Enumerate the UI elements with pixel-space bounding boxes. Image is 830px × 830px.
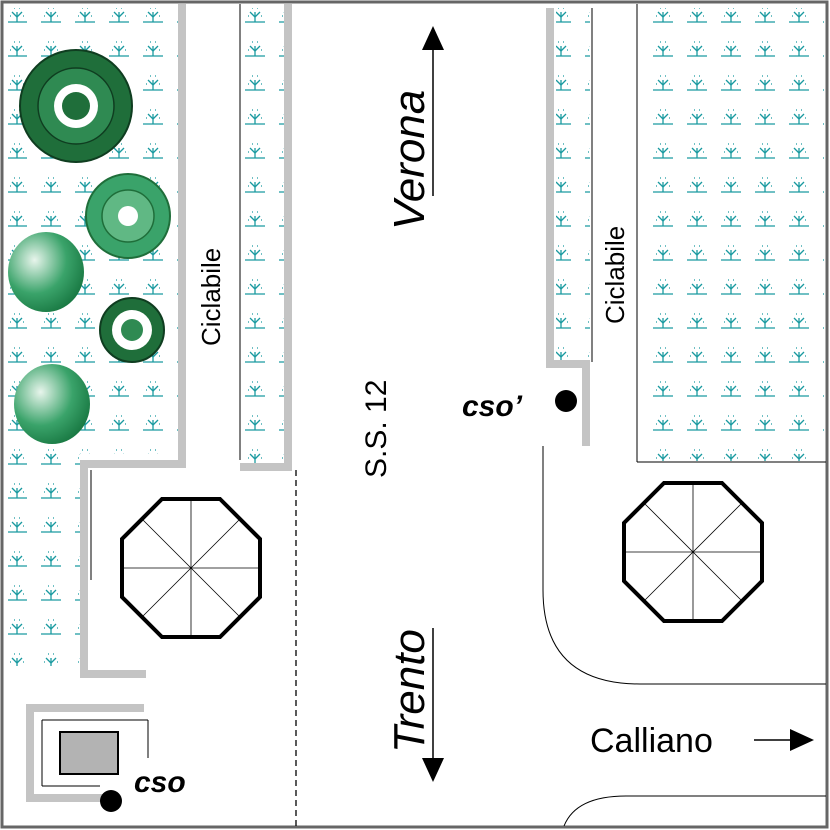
- roundabout-icon: [622, 481, 764, 623]
- trees: [8, 49, 171, 444]
- junction-curve-lower: [563, 795, 826, 827]
- label-cso: cso: [134, 766, 186, 799]
- label-calliano: Calliano: [590, 722, 713, 760]
- label-ciclabile-left: Ciclabile: [196, 248, 226, 346]
- label-road-ss12: S.S. 12: [360, 380, 393, 478]
- curb-box: [26, 704, 144, 802]
- arrow-up-icon: [422, 26, 444, 196]
- label-trento: Trento: [385, 629, 434, 753]
- dot-marker-icon: [100, 790, 122, 812]
- label-cso-prime: cso’: [462, 390, 523, 423]
- arrow-right-icon: [754, 729, 814, 751]
- curb-left-outer: [80, 4, 186, 670]
- junction-curve-upper: [542, 446, 826, 685]
- grass-right-block: [640, 8, 824, 461]
- shrub-icon: [14, 364, 90, 444]
- grass-left-strip: [240, 8, 284, 463]
- curbs: [26, 4, 590, 802]
- curb-right-strip: [546, 8, 590, 446]
- thin-lines: [41, 4, 826, 827]
- tree-icon: [99, 297, 165, 363]
- tree-icon: [19, 49, 133, 163]
- dot-marker-icon: [555, 390, 577, 412]
- grass-right-strip: [556, 8, 590, 365]
- shrub-icon: [8, 232, 84, 312]
- label-ciclabile-right: Ciclabile: [600, 226, 630, 324]
- grass-left-lower: [8, 454, 80, 666]
- tree-icon: [85, 173, 171, 259]
- cabinet-box: [59, 731, 119, 775]
- roundabout-icon: [120, 497, 262, 639]
- curb-left-strip: [240, 4, 292, 471]
- arrow-down-icon: [422, 628, 444, 782]
- label-verona: Verona: [385, 90, 434, 230]
